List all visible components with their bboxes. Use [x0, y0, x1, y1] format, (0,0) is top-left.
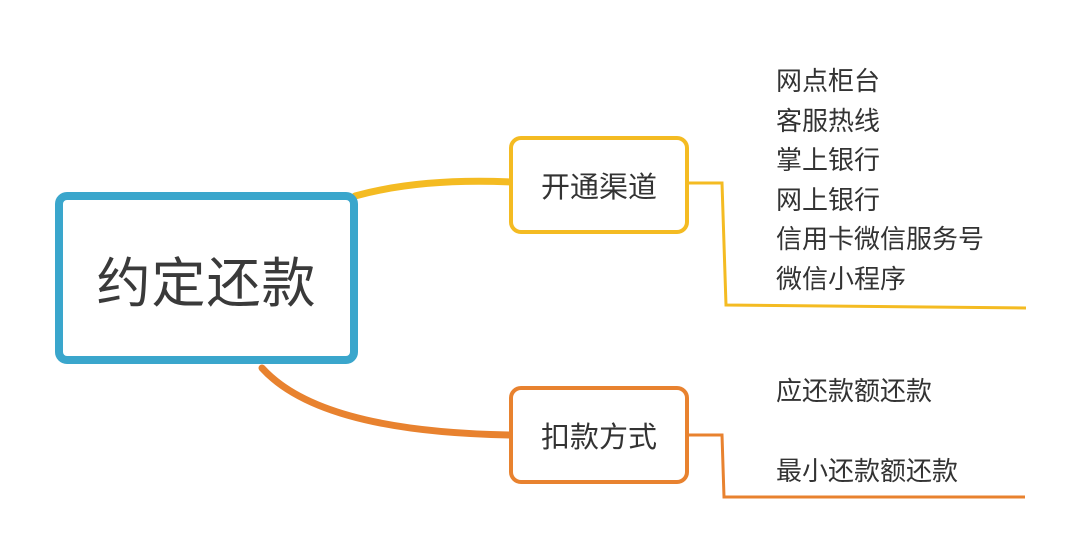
branch-deduction-method-label: 扣款方式: [540, 420, 657, 454]
root-to-open-connector: [351, 177, 515, 200]
open-channels-list: 网点柜台 客服热线 掌上银行 网上银行 信用卡微信服务号 微信小程序: [776, 63, 984, 300]
root-to-deduct-connector: [258, 364, 515, 439]
branch-deduction-method-box: 扣款方式: [509, 386, 689, 484]
open-bracket-line: [689, 181, 1027, 310]
leaf-item: 信用卡微信服务号: [776, 225, 985, 255]
leaf-item: 最小还款额还款: [776, 457, 959, 487]
root-topic-box: 约定还款: [55, 192, 358, 364]
root-topic-label: 约定还款: [96, 251, 317, 315]
branch-open-channels-label: 开通渠道: [540, 170, 657, 204]
leaf-item: 网点柜台: [776, 67, 881, 97]
leaf-item: 客服热线: [776, 106, 881, 137]
leaf-item: 掌上银行: [776, 146, 881, 176]
deduct-bracket-line: [689, 433, 1025, 499]
leaf-item: 网上银行: [776, 185, 881, 216]
leaf-item: 微信小程序: [776, 264, 907, 295]
leaf-item: 应还款额还款: [776, 377, 933, 407]
branch-open-channels-box: 开通渠道: [509, 136, 689, 234]
